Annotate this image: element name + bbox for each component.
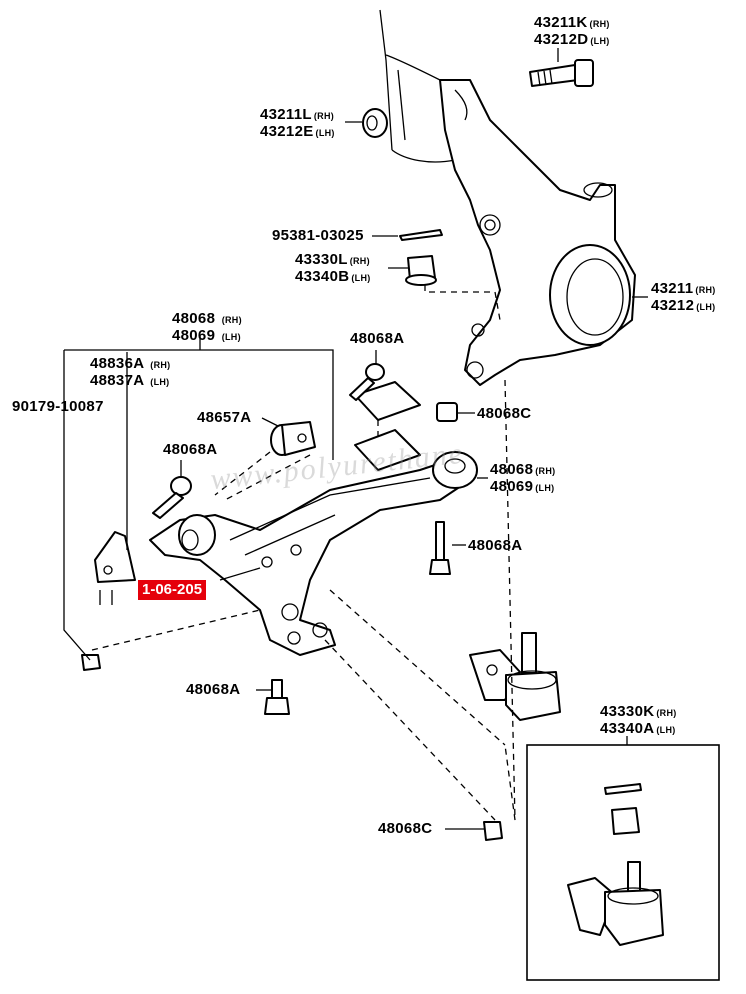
bracket-drawing xyxy=(94,531,136,605)
strut-bushing-drawing xyxy=(345,108,388,138)
ball-joint-kit-box xyxy=(526,736,720,981)
strut-tube xyxy=(379,9,456,163)
nut-c-bottom-drawing xyxy=(445,821,503,841)
label-ball-joint: 43330K(RH) 43340A(LH) xyxy=(600,703,677,737)
label-nut-c-bottom: 48068C xyxy=(378,820,433,837)
steering-knuckle xyxy=(439,79,636,386)
cotter-pin-drawing xyxy=(372,229,443,241)
highlight-part-tag[interactable]: 1-06-205 xyxy=(138,580,207,600)
bolt-left-drawing xyxy=(152,460,192,519)
bushing-48657A-drawing xyxy=(214,417,316,501)
label-bolt-top: 48068A xyxy=(350,330,405,347)
castle-nut-drawing xyxy=(388,255,501,321)
strut-bolt-drawing xyxy=(529,48,594,87)
nut-90179-drawing xyxy=(81,654,101,671)
label-bushing-48657A: 48657A xyxy=(197,409,252,426)
ball-joint-drawing xyxy=(469,632,561,721)
label-knuckle: 43211(RH) 43212(LH) xyxy=(651,280,716,314)
label-strut-bushing: 43211L(RH) 43212E(LH) xyxy=(260,106,335,140)
guide-lines xyxy=(63,336,516,821)
nut-c-top-drawing xyxy=(436,402,475,422)
bolt-bottom-drawing xyxy=(256,679,290,715)
label-cotter-pin: 95381-03025 xyxy=(272,227,364,244)
label-lower-arm: 48068 (RH) 48069 (LH) xyxy=(172,310,242,344)
label-rear-bushing: 48068(RH) 48069(LH) xyxy=(490,461,556,495)
label-bolt-bottom: 48068A xyxy=(186,681,241,698)
label-nut-c-top: 48068C xyxy=(477,405,532,422)
label-bolt-90179: 90179-10087 xyxy=(12,398,104,415)
label-bolt-left: 48068A xyxy=(163,441,218,458)
label-bolt-right: 48068A xyxy=(468,537,523,554)
label-strut-bolt: 43211K(RH) 43212D(LH) xyxy=(534,14,610,48)
lower-control-arm xyxy=(149,451,488,656)
bolt-top-drawing xyxy=(349,350,385,401)
label-castle-nut: 43330L(RH) 43340B(LH) xyxy=(295,251,371,285)
bolt-right-drawing xyxy=(429,521,466,575)
shim-plates xyxy=(354,381,421,471)
label-bracket: 48836A (RH) 48837A (LH) xyxy=(90,355,171,389)
